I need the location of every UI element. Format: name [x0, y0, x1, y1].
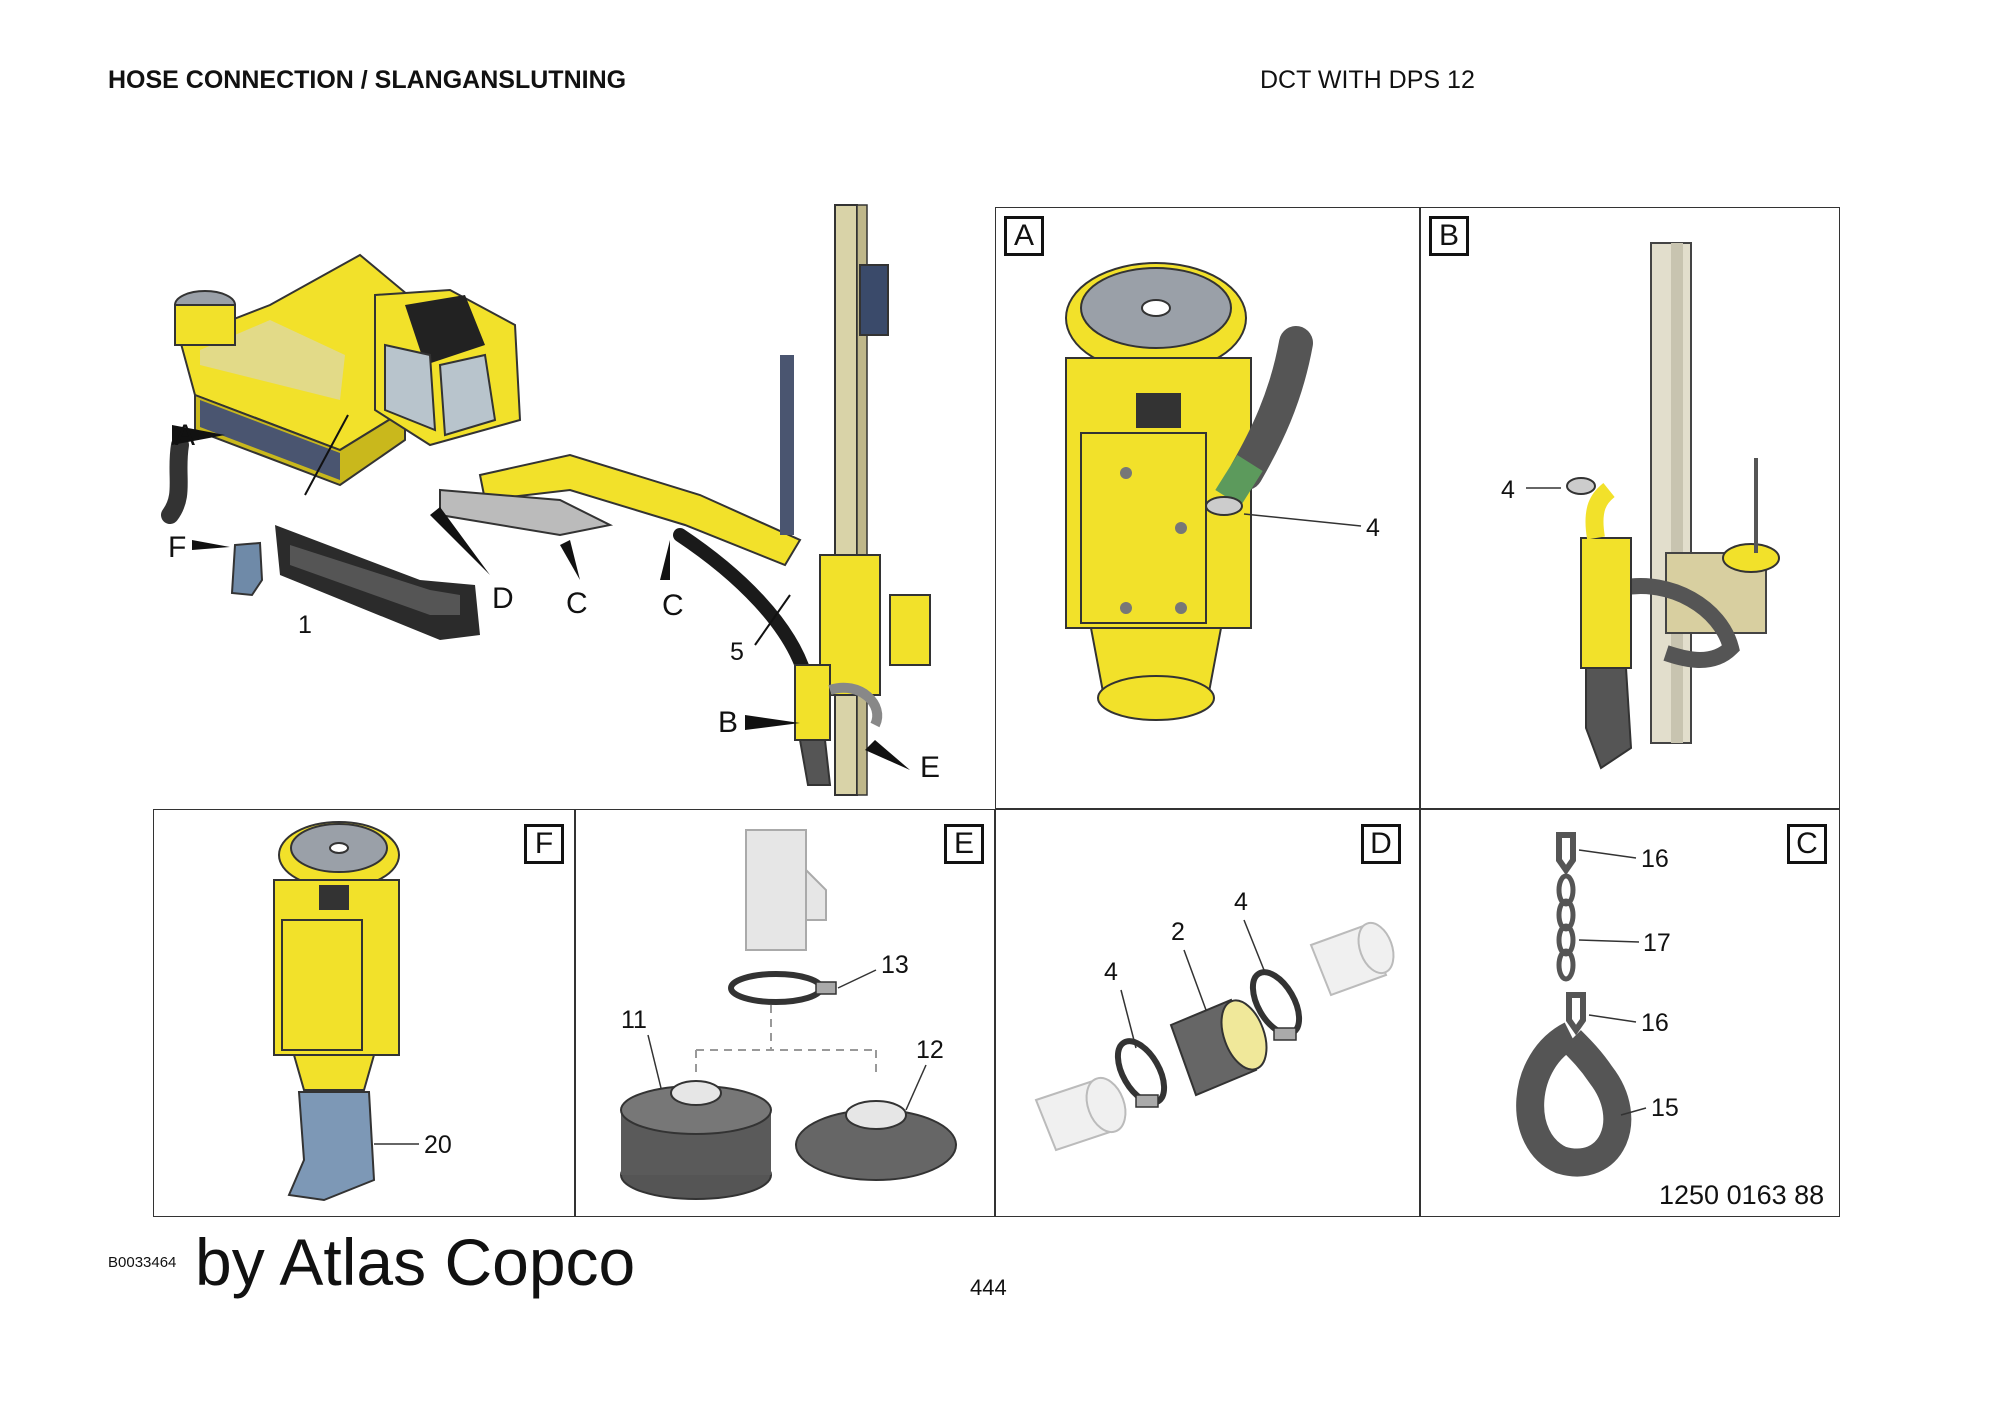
callout-C-1: C [566, 587, 588, 620]
drill-rig-illustration: A F 1 D C C 5 B E [161, 204, 940, 796]
detail-panel-F: F 20 [153, 809, 575, 1217]
callout-1: 1 [298, 611, 312, 639]
mast-cyclone-illustration: 4 [1501, 242, 1780, 770]
main-view: A F 1 D C C 5 B E [140, 195, 990, 805]
model-title: DCT WITH DPS 12 [1260, 66, 1475, 94]
label-4: 4 [1501, 476, 1515, 504]
label-20: 20 [424, 1131, 452, 1159]
bag-adapter-illustration: 13 11 12 [620, 829, 957, 1200]
callout-B: B [718, 706, 738, 739]
cyclone-bag-illustration: 20 [273, 821, 452, 1202]
panel-tag-E: E [944, 824, 984, 864]
label-17: 17 [1643, 929, 1671, 957]
detail-panel-E: E 13 11 12 [575, 809, 995, 1217]
detail-panel-D: D 4 2 4 [995, 809, 1420, 1217]
callout-D: D [492, 582, 514, 615]
detail-panel-C: C 16 17 16 15 1250 0163 88 [1420, 809, 1840, 1217]
callout-E: E [920, 751, 940, 784]
panel-tag-D: D [1361, 824, 1401, 864]
panel-tag-C: C [1787, 824, 1827, 864]
image-id: B0033464 [108, 1254, 177, 1271]
part-number: 1250 0163 88 [1659, 1180, 1825, 1210]
page-number: 444 [970, 1275, 1007, 1300]
callout-A: A [175, 419, 195, 452]
page-title: HOSE CONNECTION / SLANGANSLUTNING [108, 66, 627, 94]
label-15: 15 [1651, 1094, 1679, 1122]
label-13: 13 [881, 951, 909, 979]
label-4-left: 4 [1104, 958, 1118, 986]
label-16-top: 16 [1641, 845, 1669, 873]
callout-5: 5 [730, 638, 744, 666]
chain-strap-illustration: 16 17 16 15 [1516, 832, 1679, 1177]
label-4-right: 4 [1234, 888, 1248, 916]
callout-F: F [168, 531, 186, 564]
detail-panel-B: B 4 [1420, 207, 1840, 809]
cyclone-illustration: 4 [1065, 262, 1380, 721]
detail-panel-A: A 4 [995, 207, 1420, 809]
label-4: 4 [1366, 514, 1380, 542]
panel-tag-A: A [1004, 216, 1044, 256]
label-16-bottom: 16 [1641, 1009, 1669, 1037]
label-2: 2 [1171, 918, 1185, 946]
brand-text: by Atlas Copco [195, 1225, 636, 1299]
hose-coupling-illustration: 4 2 4 [1034, 888, 1395, 1152]
label-11: 11 [621, 1006, 647, 1034]
callout-C-2: C [662, 589, 684, 622]
panel-tag-F: F [524, 824, 564, 864]
panel-tag-B: B [1429, 216, 1469, 256]
label-12: 12 [916, 1036, 944, 1064]
